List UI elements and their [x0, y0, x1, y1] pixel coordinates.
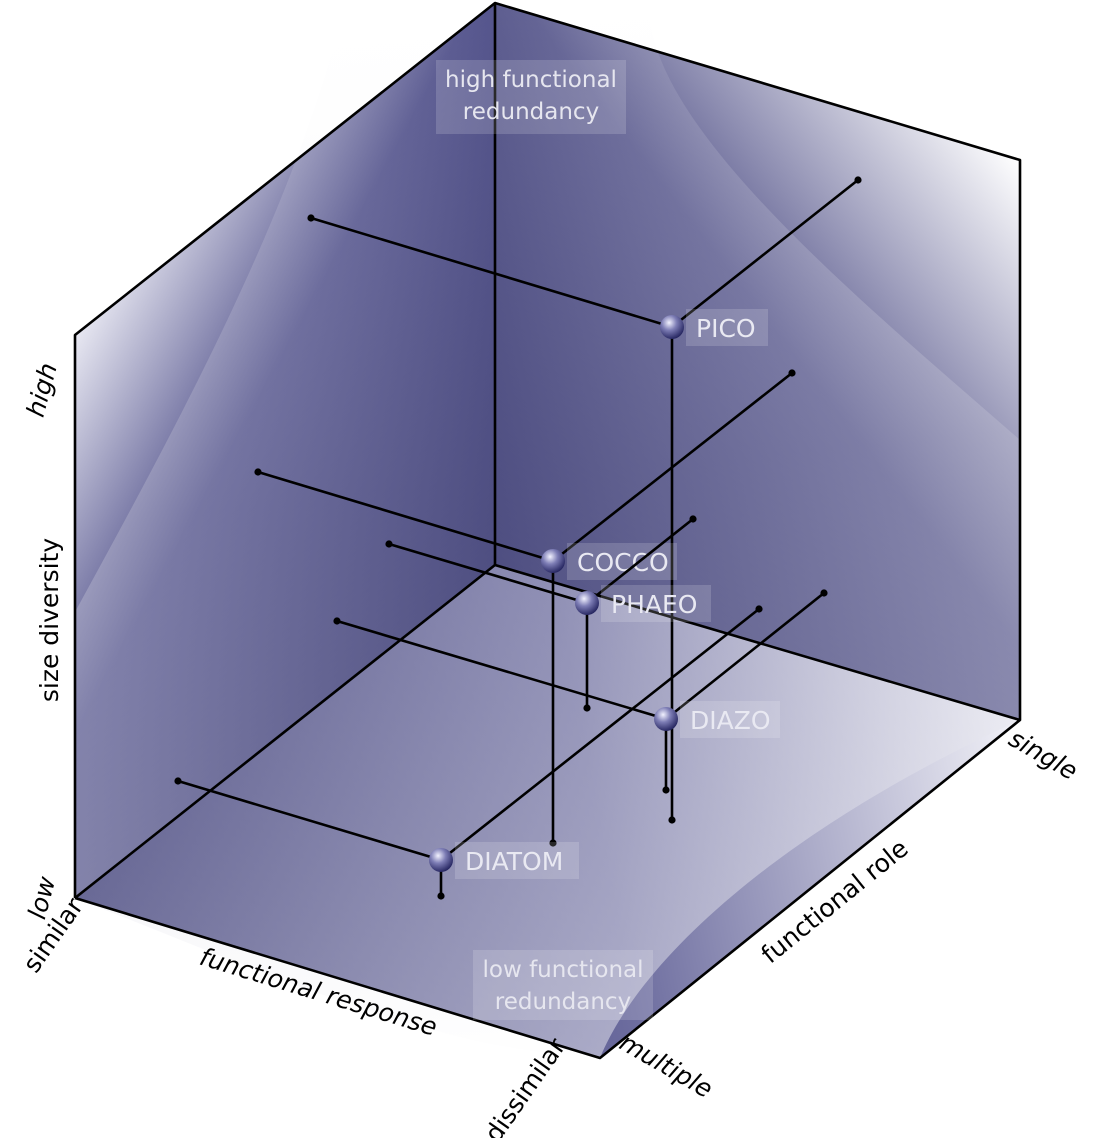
diazo-projection-line — [665, 591, 825, 721]
group-diatom: DIATOM — [174, 605, 763, 900]
phaeo-projection-line — [388, 542, 588, 605]
low-redundancy-line1: low functional — [482, 957, 643, 983]
cocco-projection-dot — [254, 468, 262, 476]
pico-label: PICO — [696, 314, 756, 343]
diazo-label-box — [680, 701, 780, 738]
functional-role-single-label: single — [1004, 724, 1083, 786]
high-redundancy-box — [436, 60, 626, 134]
pico-projection-dot — [854, 176, 862, 184]
group-phaeo: PHAEO — [385, 515, 711, 712]
diatom-projection-dot — [437, 892, 445, 900]
cube-edge-floor-back — [494, 563, 1021, 722]
diazo-projection-dot — [662, 786, 670, 794]
diazo-label: DIAZO — [690, 706, 771, 735]
cocco-projection-dot — [549, 839, 557, 847]
diatom-projection-dot — [174, 777, 182, 785]
diatom-label-box — [455, 842, 579, 879]
cocco-projection-dot — [788, 369, 796, 377]
pico-label-box — [686, 309, 768, 346]
phaeo-projection-dot — [689, 515, 697, 523]
pico-projection-line — [671, 178, 859, 329]
cocco-point — [541, 549, 565, 573]
pico-point — [660, 315, 684, 339]
cube-edge-floor-left — [74, 563, 496, 900]
cocco-label: COCCO — [577, 548, 669, 577]
phaeo-label-box — [601, 585, 711, 622]
phaeo-projection-line — [586, 517, 694, 605]
diatom-projection-dot — [755, 605, 763, 613]
phaeo-point — [575, 591, 599, 615]
group-pico: PICO — [307, 176, 862, 824]
diatom-projection-line — [177, 779, 442, 862]
diatom-projection-line — [440, 607, 760, 862]
diazo-projection-line — [336, 619, 667, 721]
cocco-projection-line — [552, 371, 793, 563]
phaeo-projection-dot — [583, 704, 591, 712]
group-diazo: DIAZO — [333, 589, 828, 794]
diatom-point — [429, 848, 453, 872]
diazo-projection-dot — [333, 617, 341, 625]
size-diversity-high-label: high — [21, 360, 63, 420]
phaeo-label: PHAEO — [611, 590, 697, 619]
redundancy-surface — [75, 0, 1020, 1058]
phaeo-projection-dot — [385, 540, 393, 548]
size-diversity-axis-label: size diversity — [35, 538, 64, 702]
pico-projection-line — [310, 216, 673, 329]
diatom-label: DIATOM — [465, 847, 563, 876]
group-cocco: COCCO — [254, 369, 796, 847]
pico-projection-dot — [668, 816, 676, 824]
high-redundancy-line1: high functional — [445, 67, 617, 93]
diazo-projection-dot — [820, 589, 828, 597]
high-redundancy-line2: redundancy — [463, 99, 599, 125]
low-redundancy-line2: redundancy — [495, 989, 631, 1015]
functional-role-multiple-label: multiple — [615, 1028, 718, 1104]
diazo-point — [654, 707, 678, 731]
pico-projection-dot — [307, 214, 315, 222]
cocco-projection-line — [257, 470, 554, 563]
cube-edge-left-top — [73, 1, 1022, 1060]
low-redundancy-box — [473, 950, 653, 1020]
